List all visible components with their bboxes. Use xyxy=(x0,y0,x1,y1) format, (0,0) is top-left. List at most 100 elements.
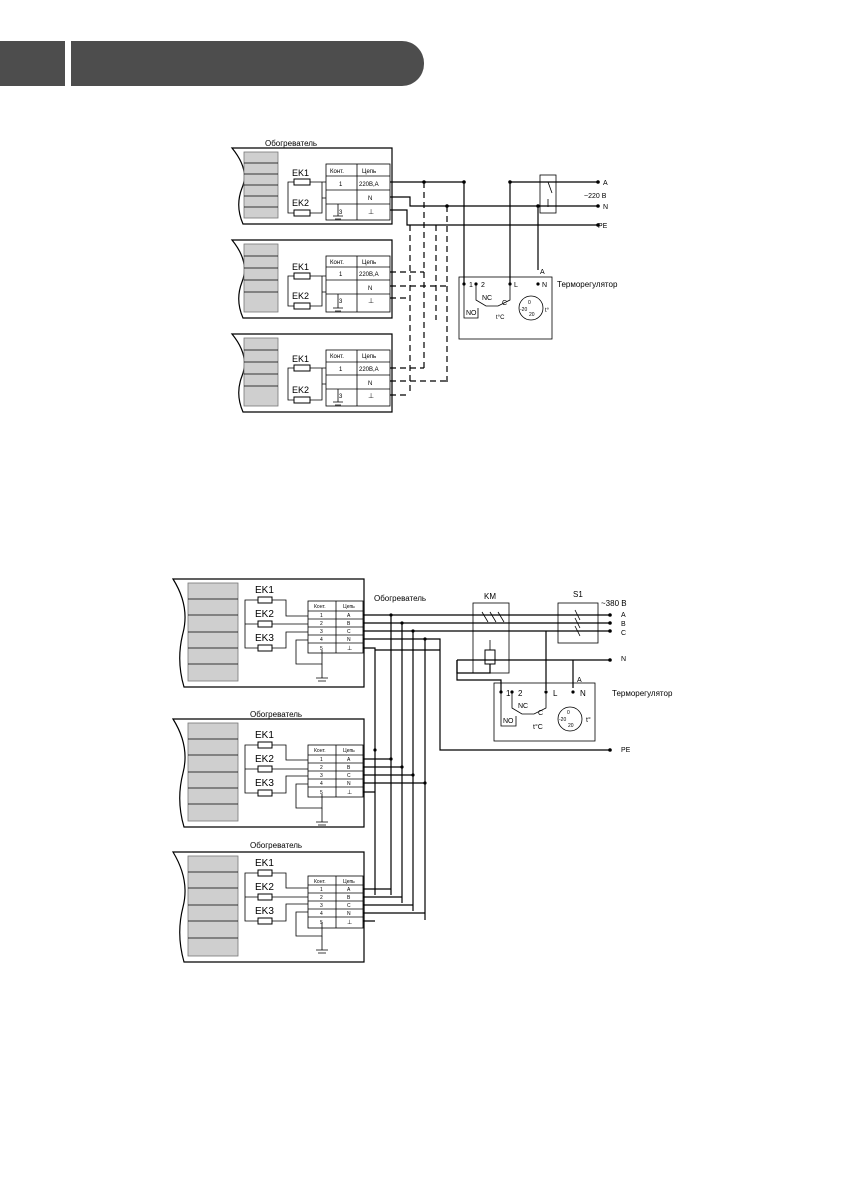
c-label: C xyxy=(502,300,507,307)
dial-value-neg20: -20 xyxy=(559,717,566,723)
row-circuit-5: ⊥ xyxy=(347,919,352,926)
table-header-circuit: Цепь xyxy=(343,748,355,754)
row-circuit-2: N xyxy=(368,381,372,387)
row-contact-3: 3 xyxy=(320,773,323,779)
row-contact-1: 1 xyxy=(339,367,343,373)
heater-label-1: Обогреватель xyxy=(265,139,317,148)
terminal-1: 1 xyxy=(469,282,473,289)
row-contact-3: 3 xyxy=(320,903,323,909)
row-contact-3: 3 xyxy=(339,299,343,305)
heater-element-ek1 xyxy=(293,364,311,372)
diagram-380v: Обогреватель Обогреватель Обогреватель E… xyxy=(171,578,673,963)
terminal-a: A xyxy=(540,269,545,276)
heater-element-ek1 xyxy=(293,272,311,280)
switch-s1 xyxy=(557,602,599,644)
table-header-contact: Конт. xyxy=(330,354,344,360)
c-label: C xyxy=(538,710,543,717)
row-circuit-2: B xyxy=(347,765,351,771)
terminal-n: N xyxy=(542,282,547,289)
ek2-label: EK2 xyxy=(255,882,274,893)
table-header-circuit: Цепь xyxy=(362,169,376,175)
row-circuit-3: ⊥ xyxy=(368,298,374,305)
ek1-label: EK1 xyxy=(292,262,309,272)
nc-label: NC xyxy=(518,703,528,710)
terminal-1: 1 xyxy=(506,689,511,698)
row-circuit-2: B xyxy=(347,621,351,627)
dial-value-0: 0 xyxy=(528,300,531,306)
header-tab-right xyxy=(71,41,424,86)
row-contact-3: 3 xyxy=(320,629,323,635)
heater-unit-3: EK1 EK2 Конт. Цепь 1 220B,A N 3 ⊥ xyxy=(230,333,393,413)
phase-a: A xyxy=(621,612,626,619)
switch-label: S1 xyxy=(573,590,583,599)
heater-element-ek2 xyxy=(293,396,311,404)
ek3-label: EK3 xyxy=(255,906,274,917)
table-header-circuit: Цепь xyxy=(343,604,355,610)
no-label: NO xyxy=(503,718,514,725)
ek2-label: EK2 xyxy=(292,385,309,395)
dial-value-neg20: -20 xyxy=(520,307,527,313)
pe: PE xyxy=(621,747,631,754)
supply-phase-a: A xyxy=(603,180,608,187)
row-circuit-4: N xyxy=(347,911,351,917)
wiring-220v: A ~220 В N PE xyxy=(390,174,608,396)
table-header-contact: Конт. xyxy=(314,748,326,754)
row-contact-4: 4 xyxy=(320,781,323,787)
row-contact-3: 3 xyxy=(339,394,343,400)
table-header-circuit: Цепь xyxy=(362,260,376,266)
row-circuit-2: B xyxy=(347,895,351,901)
phase-c: C xyxy=(621,630,626,637)
row-circuit-1: A xyxy=(347,757,351,763)
phase-b: B xyxy=(621,621,626,628)
header-tab-left xyxy=(0,41,65,86)
tc-label: t°C xyxy=(533,723,543,731)
row-circuit-1: 220B,A xyxy=(359,182,379,188)
heater-label-1: Обогреватель xyxy=(374,594,426,603)
thermostat-1: 1 2 L N A Терморегулятор NC NO C t°C 0 -… xyxy=(458,269,618,340)
neutral: N xyxy=(621,656,626,663)
row-contact-3: 3 xyxy=(339,210,343,216)
row-circuit-2: N xyxy=(368,196,372,202)
row-circuit-3: C xyxy=(347,903,351,909)
row-contact-5: 5 xyxy=(320,920,323,926)
terminal-n: N xyxy=(580,689,586,698)
ek1-label: EK1 xyxy=(292,354,309,364)
row-circuit-4: N xyxy=(347,781,351,787)
ek3-label: EK3 xyxy=(255,778,274,789)
row-circuit-1: A xyxy=(347,887,351,893)
ek1-label: EK1 xyxy=(255,730,274,741)
row-contact-2: 2 xyxy=(320,765,323,771)
row-contact-1: 1 xyxy=(320,887,323,893)
dial-unit: t° xyxy=(545,308,550,314)
row-circuit-1: 220B,A xyxy=(359,272,379,278)
supply-pe: PE xyxy=(598,223,608,230)
terminal-l: L xyxy=(514,282,518,289)
dial-value-0: 0 xyxy=(567,710,570,716)
ek2-label: EK2 xyxy=(255,754,274,765)
row-circuit-1: 220B,A xyxy=(359,367,379,373)
table-header-circuit: Цепь xyxy=(362,354,376,360)
contactor-coil xyxy=(484,649,496,665)
heater-label-3: Обогреватель xyxy=(250,841,302,850)
nc-label: NC xyxy=(482,295,492,302)
heater-unit-2: EK1 EK2 Конт. Цепь 1 220B,A N 3 ⊥ xyxy=(230,239,393,319)
heater-unit-1: EK1 EK2 Конт. Цепь 1 220B,A N 3 ⊥ xyxy=(230,147,393,225)
row-circuit-3: C xyxy=(347,773,351,779)
ek1-label: EK1 xyxy=(292,168,309,178)
no-label: NO xyxy=(466,310,477,317)
dial-icon xyxy=(557,706,583,732)
row-circuit-2: N xyxy=(368,286,372,292)
table-header-circuit: Цепь xyxy=(343,879,355,885)
ek1-label: EK1 xyxy=(255,585,274,596)
table-header-contact: Конт. xyxy=(314,879,326,885)
row-contact-5: 5 xyxy=(320,646,323,652)
terminal-2: 2 xyxy=(518,689,523,698)
tc-label: t°C xyxy=(496,315,505,321)
dial-value-20: 20 xyxy=(529,312,535,318)
ek1-label: EK1 xyxy=(255,858,274,869)
row-contact-2: 2 xyxy=(320,895,323,901)
ek2-label: EK2 xyxy=(292,291,309,301)
dial-value-20: 20 xyxy=(568,723,574,729)
